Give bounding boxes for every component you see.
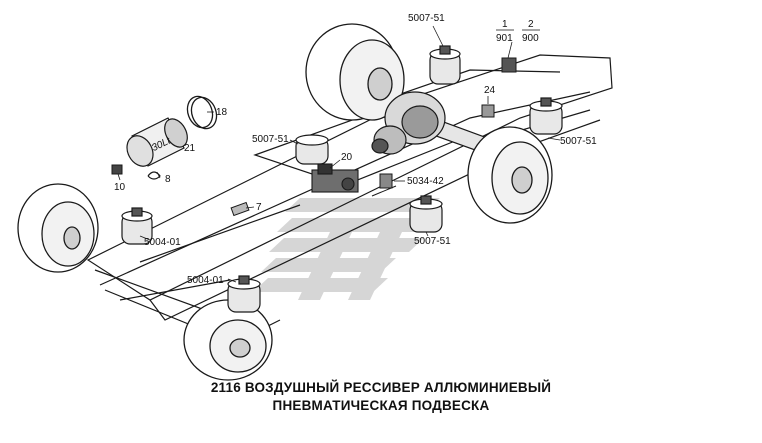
fraction-2-numerator: 2	[528, 19, 534, 30]
wheel-front-left	[17, 183, 99, 273]
callout-10: 10	[114, 182, 126, 193]
height-sensor	[371, 173, 397, 197]
callout-5004-01-bottom: 5004-01	[187, 275, 224, 286]
callout-5007-51-right: 5007-51	[560, 136, 597, 147]
air-spring-front-left	[121, 207, 153, 245]
caption-line-1: 2116 ВОЗДУШНЫЙ РЕССИВЕР АЛЛЮМИНИЕВЫЙ	[210, 380, 552, 395]
callout-8: 8	[165, 174, 171, 185]
leveling-valve-block	[311, 163, 359, 193]
fraction-1-numerator: 1	[502, 19, 508, 30]
caption-line-2: ПНЕВМАТИЧЕСКАЯ ПОДВЕСКА	[272, 398, 490, 413]
fraction-1-denominator: 901	[496, 33, 513, 44]
air-spring-center	[409, 195, 443, 233]
callout-7: 7	[256, 202, 262, 213]
callout-24: 24	[484, 85, 496, 96]
wheel-rear-top	[305, 23, 405, 121]
wheel-rear-right	[467, 126, 553, 224]
watermark-logo	[253, 198, 440, 300]
fraction-2-denominator: 900	[522, 33, 539, 44]
callout-5004-01-left: 5004-01	[144, 237, 181, 248]
differential	[371, 91, 446, 155]
callout-5007-51-left: 5007-51	[252, 134, 289, 145]
callout-18: 18	[216, 107, 228, 118]
leader-lines	[117, 25, 561, 283]
wheel-front-bottom	[183, 299, 273, 381]
clamp	[147, 171, 161, 180]
callout-5034-42: 5034-42	[407, 176, 444, 187]
tank-strap	[186, 95, 218, 130]
callout-5007-51-bottom: 5007-51	[414, 236, 451, 247]
callout-20: 20	[341, 152, 353, 163]
air-spring-front-bottom	[227, 275, 261, 313]
air-spring-right	[529, 97, 563, 135]
drain-valve	[111, 164, 123, 175]
air-spring-mid-left	[295, 134, 329, 165]
bracket-24	[481, 104, 495, 118]
air-spring-top	[429, 45, 461, 85]
valve-901	[501, 57, 517, 73]
callout-5007-51-top: 5007-51	[408, 13, 445, 24]
air-receiver-tank	[126, 117, 188, 167]
callout-21: 21	[184, 143, 196, 154]
fitting	[230, 201, 250, 217]
